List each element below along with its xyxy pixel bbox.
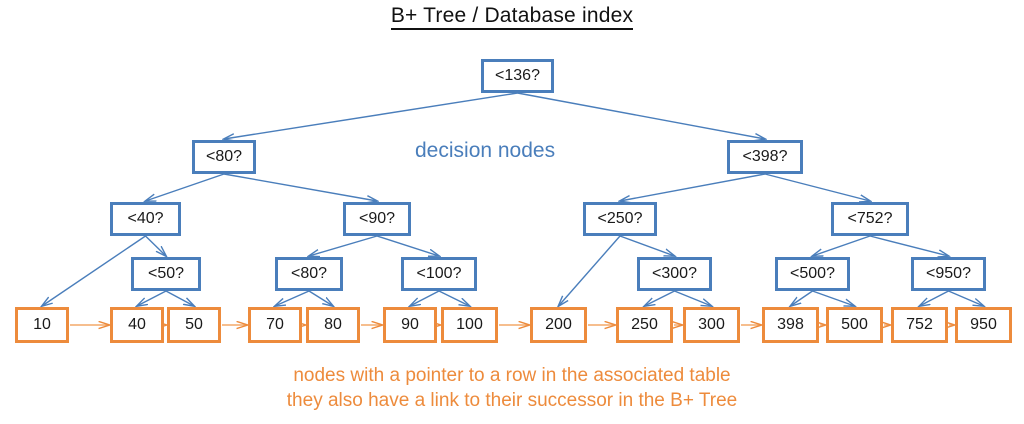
caption-line-1: nodes with a pointer to a row in the ass… xyxy=(293,365,731,386)
tree-edge-d136-to-d80 xyxy=(224,92,518,139)
leaf-node-label: 200 xyxy=(545,316,572,333)
tree-edge-d80-to-d40 xyxy=(146,173,225,201)
tree-edge-d80b-to-l80 xyxy=(308,290,333,306)
decision-node-d398[interactable]: <398? xyxy=(727,140,803,174)
leaf-node-l950[interactable]: 950 xyxy=(955,307,1012,343)
tree-edge-d100-to-l100 xyxy=(438,290,470,306)
decision-node-d136[interactable]: <136? xyxy=(481,59,554,93)
tree-edge-d250-to-d300 xyxy=(619,235,675,256)
tree-edge-d500-to-l500 xyxy=(812,290,855,306)
tree-edge-d250-to-l200 xyxy=(559,235,621,306)
decision-node-d40[interactable]: <40? xyxy=(110,202,181,236)
page-title: B+ Tree / Database index xyxy=(0,4,1024,30)
leaf-node-label: 80 xyxy=(324,316,342,333)
leaf-node-label: 100 xyxy=(456,316,483,333)
tree-edge-d50-to-l50 xyxy=(165,290,194,306)
decision-node-label: <50? xyxy=(147,265,185,282)
decision-node-label: <80? xyxy=(205,148,243,165)
tree-edge-d40-to-d50 xyxy=(145,235,167,256)
leaf-node-label: 10 xyxy=(33,316,51,333)
leaf-node-l90[interactable]: 90 xyxy=(383,307,437,343)
leaf-node-l70[interactable]: 70 xyxy=(248,307,302,343)
page-title-text: B+ Tree / Database index xyxy=(390,4,634,30)
decision-node-label: <40? xyxy=(127,210,164,227)
leaf-node-label: 70 xyxy=(266,316,284,333)
decision-node-label: <752? xyxy=(847,210,893,227)
tree-edge-d752-to-d500 xyxy=(813,235,871,256)
decision-node-label: <136? xyxy=(495,67,540,84)
tree-edge-d136-to-d398 xyxy=(517,92,766,139)
decision-node-d300[interactable]: <300? xyxy=(637,257,712,291)
tree-edge-d300-to-l300 xyxy=(674,290,712,306)
tree-edge-d950-to-l950 xyxy=(948,290,984,306)
tree-edge-d90-to-d80b xyxy=(309,235,378,256)
leaf-node-label: 250 xyxy=(631,316,658,333)
decision-node-label: <250? xyxy=(597,210,643,227)
decision-node-d50[interactable]: <50? xyxy=(131,257,201,291)
decision-node-d80b[interactable]: <80? xyxy=(275,257,343,291)
leaf-node-l40[interactable]: 40 xyxy=(110,307,164,343)
decision-node-d250[interactable]: <250? xyxy=(583,202,657,236)
leaf-node-label: 500 xyxy=(841,316,868,333)
tree-edge-d100-to-l90 xyxy=(410,290,440,306)
leaf-node-l398[interactable]: 398 xyxy=(762,307,819,343)
leaf-node-l100[interactable]: 100 xyxy=(441,307,498,343)
tree-edge-d80-to-d90 xyxy=(223,173,377,201)
decision-node-label: <300? xyxy=(652,265,697,282)
tree-edge-d300-to-l250 xyxy=(645,290,675,306)
decision-node-label: <100? xyxy=(416,265,462,282)
tree-edge-d752-to-d950 xyxy=(869,235,949,256)
decision-node-label: <90? xyxy=(358,210,396,227)
leaf-node-label: 950 xyxy=(970,316,997,333)
leaf-node-label: 752 xyxy=(906,316,933,333)
decision-node-d100[interactable]: <100? xyxy=(401,257,477,291)
tree-edge-d398-to-d752 xyxy=(764,173,870,201)
tree-edge-d80b-to-l70 xyxy=(275,290,310,306)
decision-node-label: <950? xyxy=(926,265,971,282)
leaf-node-label: 90 xyxy=(401,316,419,333)
tree-edge-d90-to-d100 xyxy=(376,235,439,256)
leaf-node-l500[interactable]: 500 xyxy=(826,307,883,343)
tree-edge-d398-to-d250 xyxy=(620,173,766,201)
leaf-node-label: 300 xyxy=(698,316,725,333)
decision-node-label: <500? xyxy=(790,265,835,282)
leaf-node-l300[interactable]: 300 xyxy=(683,307,740,343)
leaf-node-label: 398 xyxy=(777,316,804,333)
decision-node-d752[interactable]: <752? xyxy=(831,202,909,236)
leaf-node-l80[interactable]: 80 xyxy=(306,307,360,343)
leaf-node-l250[interactable]: 250 xyxy=(616,307,673,343)
decision-node-label: <398? xyxy=(742,148,788,165)
leaf-node-l200[interactable]: 200 xyxy=(530,307,587,343)
leaf-node-l10[interactable]: 10 xyxy=(15,307,69,343)
decision-node-d950[interactable]: <950? xyxy=(911,257,986,291)
leaf-node-label: 50 xyxy=(185,316,203,333)
leaf-node-l50[interactable]: 50 xyxy=(167,307,221,343)
decision-node-d80[interactable]: <80? xyxy=(192,140,256,174)
decision-node-d90[interactable]: <90? xyxy=(343,202,411,236)
tree-edge-d950-to-l752 xyxy=(920,290,949,306)
leaf-node-label: 40 xyxy=(128,316,146,333)
leaf-node-l752[interactable]: 752 xyxy=(891,307,948,343)
caption-line-2: they also have a link to their successor… xyxy=(286,390,738,411)
tree-edge-d500-to-l398 xyxy=(791,290,813,306)
decision-nodes-label: decision nodes xyxy=(415,139,556,162)
tree-edge-d40-to-l10 xyxy=(42,235,146,306)
decision-node-label: <80? xyxy=(290,265,328,282)
decision-node-d500[interactable]: <500? xyxy=(775,257,850,291)
tree-edge-d50-to-l40 xyxy=(137,290,167,306)
